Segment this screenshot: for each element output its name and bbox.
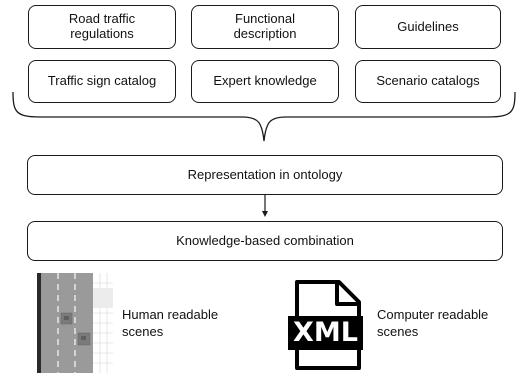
representation-label: Representation in ontology <box>187 166 343 182</box>
source-guidelines: Guidelines <box>355 5 501 49</box>
source-expert-knowledge: Expert knowledge <box>191 60 339 103</box>
source-functional-description-label: Functional description <box>233 11 297 41</box>
computer-readable-scenes-label: Computer readable scenes <box>377 307 489 339</box>
source-guidelines-label: Guidelines <box>397 18 459 34</box>
representation-in-ontology-box: Representation in ontology <box>27 155 503 195</box>
source-road-traffic-regulations-label: Road traffic regulations <box>68 11 136 41</box>
xml-icon-text: XML <box>293 317 358 348</box>
source-functional-description: Functional description <box>191 5 339 49</box>
knowledge-based-combination-box: Knowledge-based combination <box>27 221 503 261</box>
source-traffic-sign-catalog-label: Traffic sign catalog <box>47 73 157 89</box>
combination-label: Knowledge-based combination <box>176 232 354 248</box>
source-scenario-catalogs: Scenario catalogs <box>355 60 501 103</box>
source-road-traffic-regulations: Road traffic regulations <box>28 5 176 49</box>
human-readable-scenes-label: Human readable scenes <box>122 307 219 339</box>
curly-brace <box>12 91 516 142</box>
road-scene-thumbnail <box>37 273 113 373</box>
arrow-head <box>262 211 268 217</box>
source-traffic-sign-catalog: Traffic sign catalog <box>28 60 176 103</box>
source-expert-knowledge-label: Expert knowledge <box>213 73 317 89</box>
source-scenario-catalogs-label: Scenario catalogs <box>376 73 480 89</box>
xml-file-icon <box>288 280 363 370</box>
